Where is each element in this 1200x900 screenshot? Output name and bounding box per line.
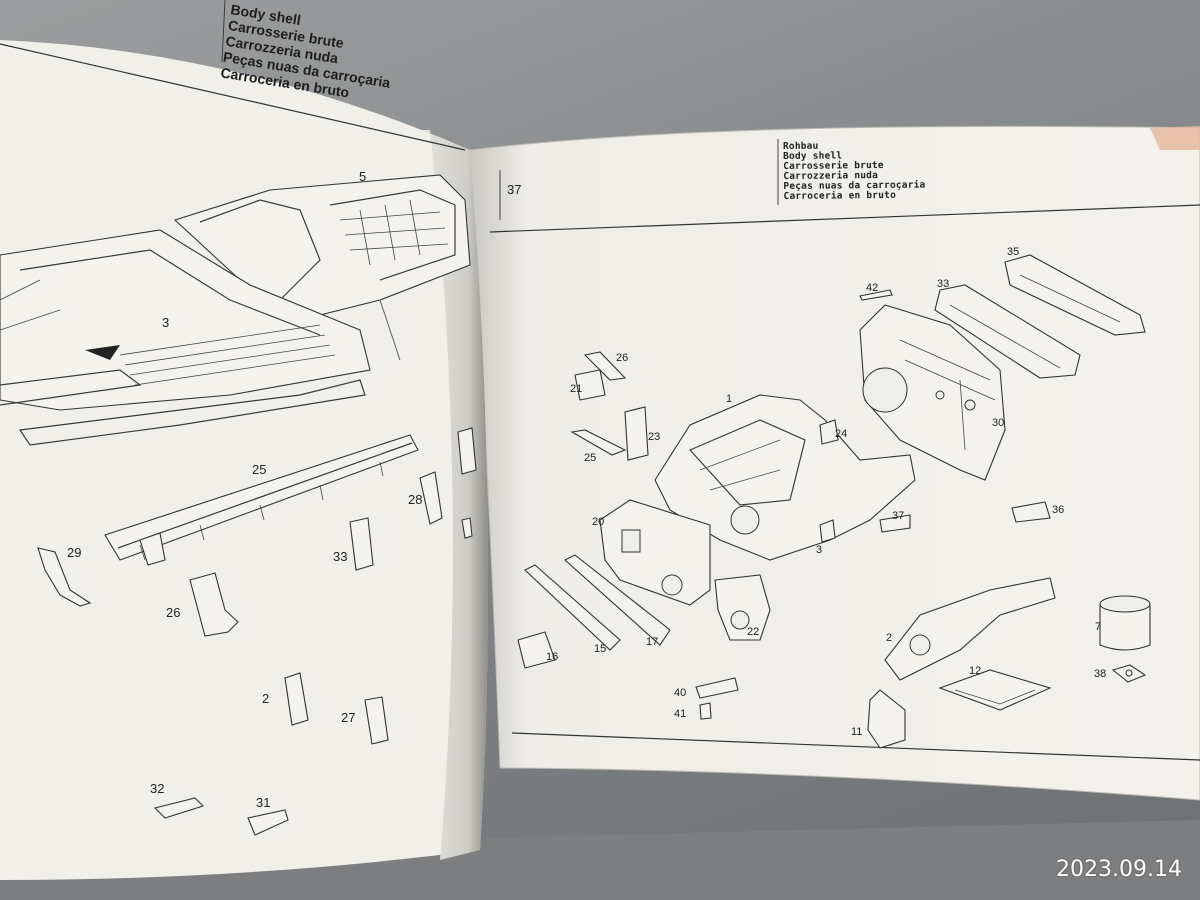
callout-left-25: 25 bbox=[252, 462, 266, 477]
right-header-line-4: Carrozzeria nuda bbox=[783, 170, 878, 182]
right-header-line-6: Carroceria en bruto bbox=[783, 190, 896, 202]
callout-right-7: 7 bbox=[1095, 621, 1101, 633]
callout-right-33: 33 bbox=[937, 278, 949, 290]
callout-left-27: 27 bbox=[341, 710, 355, 725]
callout-left-32: 32 bbox=[150, 781, 164, 796]
callout-right-30: 30 bbox=[992, 417, 1004, 429]
callout-right-2: 2 bbox=[886, 632, 892, 644]
callout-right-24: 24 bbox=[835, 428, 847, 440]
callout-right-1: 1 bbox=[726, 393, 732, 405]
right-header-line-5: Peças nuas da carroçaria bbox=[783, 180, 925, 192]
callout-right-37: 37 bbox=[892, 510, 904, 522]
page-number: 37 bbox=[507, 182, 521, 197]
callout-right-12: 12 bbox=[969, 665, 981, 677]
callout-left-31: 31 bbox=[256, 795, 270, 810]
callout-left-29: 29 bbox=[67, 545, 81, 560]
callout-right-17: 17 bbox=[646, 636, 658, 648]
right-header-line-2: Body shell bbox=[783, 150, 842, 162]
right-header-line-3: Carrosserie brute bbox=[783, 160, 884, 172]
callout-right-16: 16 bbox=[546, 651, 558, 663]
callout-left-3: 3 bbox=[162, 315, 169, 330]
callout-right-21: 21 bbox=[570, 383, 582, 395]
callout-right-23: 23 bbox=[648, 431, 660, 443]
callout-left-2: 2 bbox=[262, 691, 269, 706]
callout-right-25: 25 bbox=[584, 452, 596, 464]
floor-panel-drawing bbox=[0, 174, 471, 446]
callout-right-40: 40 bbox=[674, 687, 686, 699]
callout-right-20: 20 bbox=[592, 516, 604, 528]
callout-right-38: 38 bbox=[1094, 668, 1106, 680]
sill-rail-drawing bbox=[104, 434, 419, 566]
callout-left-28: 28 bbox=[408, 492, 422, 507]
callout-right-26: 26 bbox=[616, 352, 628, 364]
callout-right-42: 42 bbox=[866, 282, 878, 294]
callout-left-33: 33 bbox=[333, 549, 347, 564]
right-drawings bbox=[517, 254, 1151, 749]
callout-right-41: 41 bbox=[674, 708, 686, 720]
right-header-line-1: Rohbau bbox=[783, 141, 819, 152]
right-header: Rohbau Body shell Carrosserie brute Carr… bbox=[783, 141, 926, 202]
callout-right-22: 22 bbox=[747, 626, 759, 638]
callout-left-26: 26 bbox=[166, 605, 180, 620]
callout-right-3: 3 bbox=[816, 544, 822, 556]
date-stamp: 2023.09.14 bbox=[1056, 857, 1182, 882]
callout-right-35: 35 bbox=[1007, 246, 1019, 258]
callout-left-5: 5 bbox=[359, 169, 366, 184]
callout-right-15: 15 bbox=[594, 643, 606, 655]
left-small-parts bbox=[37, 427, 477, 836]
left-page bbox=[0, 0, 488, 880]
callout-right-36: 36 bbox=[1052, 504, 1064, 516]
callout-right-11: 11 bbox=[851, 726, 862, 738]
